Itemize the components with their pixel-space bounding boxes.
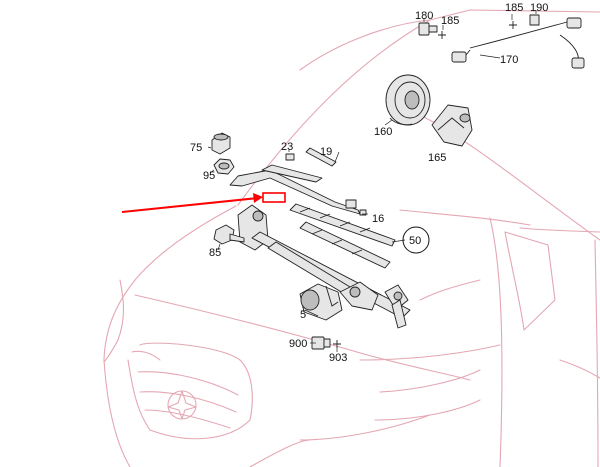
callout-170: 170	[500, 54, 518, 66]
wiper-blade-lower-icon	[299, 221, 391, 269]
callout-165: 165	[428, 152, 446, 164]
wiper-blade-upper-icon	[289, 203, 396, 247]
pin-185b-icon	[509, 21, 517, 29]
wiper-arm-left-icon	[229, 164, 361, 215]
callout-190: 190	[530, 2, 548, 14]
motor-5-icon	[299, 283, 343, 321]
callout-95: 95	[203, 170, 215, 182]
bolt-85-icon	[213, 224, 245, 245]
cap-16-icon	[345, 199, 367, 216]
bracket-165-icon	[431, 104, 473, 147]
wiper-linkage-icon	[237, 204, 411, 329]
callout-185: 185	[505, 2, 523, 14]
highlight-box	[262, 192, 286, 203]
connector-180-icon	[418, 22, 438, 36]
callout-160: 160	[374, 126, 392, 138]
cap-75-icon	[211, 132, 231, 155]
vehicle-outline	[103, 9, 600, 467]
callout-16: 16	[372, 213, 384, 225]
callout-85: 85	[209, 247, 221, 259]
nut-95-icon	[213, 158, 235, 175]
callout-50: 50	[409, 235, 421, 247]
horn-160-icon	[385, 74, 431, 126]
callout-19: 19	[320, 146, 332, 158]
callout-180: 180	[415, 10, 433, 22]
callout-50-ring	[402, 226, 430, 254]
callout-labels: 180 185 185 190 170 160 165 75 95 23 19 …	[190, 2, 548, 364]
parts-group	[211, 14, 585, 350]
callout-5: 5	[300, 309, 306, 321]
callout-185: 185	[441, 15, 459, 27]
pin-185-icon	[438, 31, 446, 39]
callout-75: 75	[190, 142, 202, 154]
pointer-arrow	[121, 192, 286, 213]
callout-23: 23	[281, 141, 293, 153]
pin-903-icon	[333, 340, 341, 348]
callout-903: 903	[329, 352, 347, 364]
clip-23-icon	[285, 153, 295, 161]
connector-900-icon	[311, 336, 331, 350]
strip-19-icon	[305, 147, 337, 167]
callout-900: 900	[289, 338, 307, 350]
cable-harness-170-icon	[451, 21, 585, 69]
connector-190-icon	[529, 14, 582, 29]
